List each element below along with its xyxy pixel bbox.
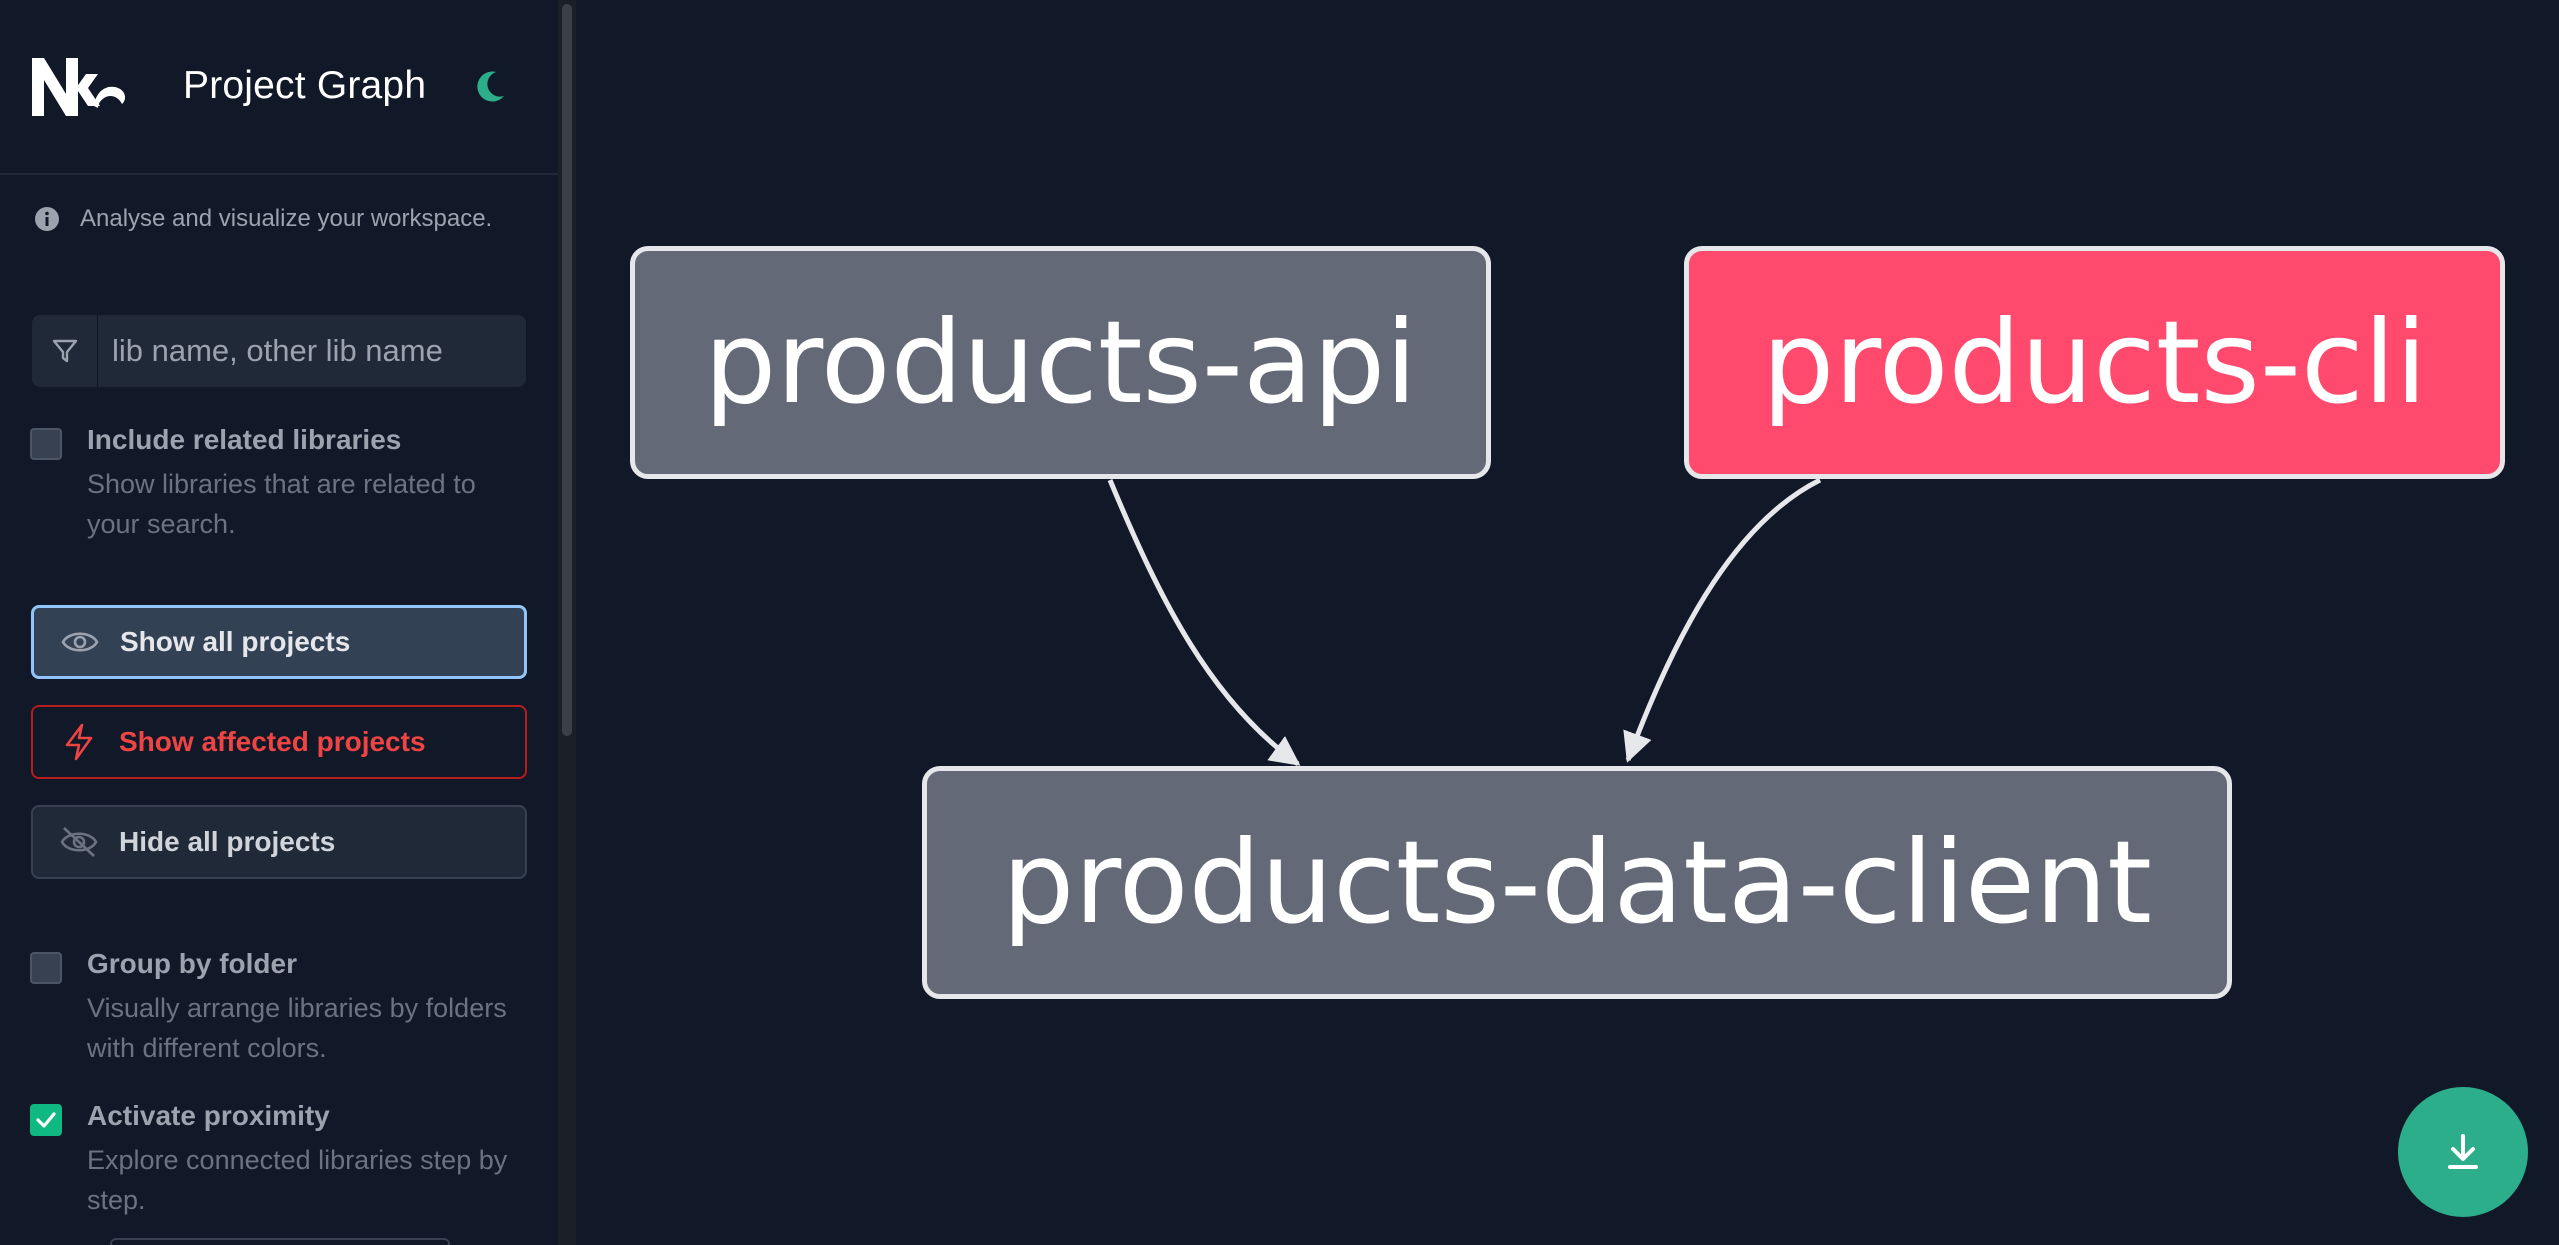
include-related-checkbox[interactable]: [30, 428, 62, 460]
page-title: Project Graph: [183, 64, 427, 107]
show-all-projects-button[interactable]: Show all projects: [31, 605, 527, 679]
graph-node-products-cli[interactable]: products-cli: [1684, 246, 2505, 479]
activate-proximity-checkbox[interactable]: [30, 1104, 62, 1136]
project-graph-canvas[interactable]: [576, 0, 2559, 1245]
eye-icon: [60, 622, 100, 662]
include-related-option: Include related libraries Show libraries…: [30, 424, 530, 544]
sidebar-scrollbar-thumb[interactable]: [562, 4, 572, 736]
info-icon: [35, 207, 59, 231]
group-by-folder-checkbox[interactable]: [30, 952, 62, 984]
nx-logo-icon: [32, 58, 126, 116]
show-all-projects-label: Show all projects: [120, 626, 351, 657]
group-by-folder-description: Visually arrange libraries by folders wi…: [87, 993, 507, 1063]
info-text: Analyse and visualize your workspace.: [80, 205, 493, 232]
show-affected-projects-button[interactable]: Show affected projects: [31, 705, 527, 779]
hide-all-projects-button[interactable]: Hide all projects: [31, 805, 527, 879]
download-icon: [2448, 1134, 2478, 1169]
graph-node-products-data-client[interactable]: products-data-client: [922, 766, 2232, 999]
include-related-description: Show libraries that are related to your …: [87, 469, 476, 539]
lightning-icon: [59, 722, 99, 762]
info-banner: Analyse and visualize your workspace.: [34, 204, 492, 234]
graph-node-products-api[interactable]: products-api: [630, 246, 1491, 479]
group-by-folder-option: Group by folder Visually arrange librari…: [30, 948, 530, 1068]
filter-icon: [32, 315, 98, 387]
group-by-folder-label: Group by folder: [87, 948, 297, 979]
download-button[interactable]: [2398, 1087, 2528, 1217]
activate-proximity-description: Explore connected libraries step by step…: [87, 1145, 508, 1215]
moon-icon[interactable]: [470, 66, 510, 106]
hide-all-projects-label: Hide all projects: [119, 826, 336, 857]
check-icon: [36, 1112, 56, 1128]
search-field: [32, 315, 526, 387]
proximity-stepper[interactable]: [110, 1238, 450, 1245]
show-affected-projects-label: Show affected projects: [119, 726, 426, 757]
include-related-label: Include related libraries: [87, 424, 402, 455]
sidebar-header: Project Graph: [0, 0, 558, 175]
activate-proximity-label: Activate proximity: [87, 1100, 330, 1131]
activate-proximity-option: Activate proximity Explore connected lib…: [30, 1100, 530, 1220]
search-input[interactable]: [98, 315, 526, 387]
sidebar: Project Graph Analyse and visualize your…: [0, 0, 560, 1245]
eye-off-icon: [59, 822, 99, 862]
